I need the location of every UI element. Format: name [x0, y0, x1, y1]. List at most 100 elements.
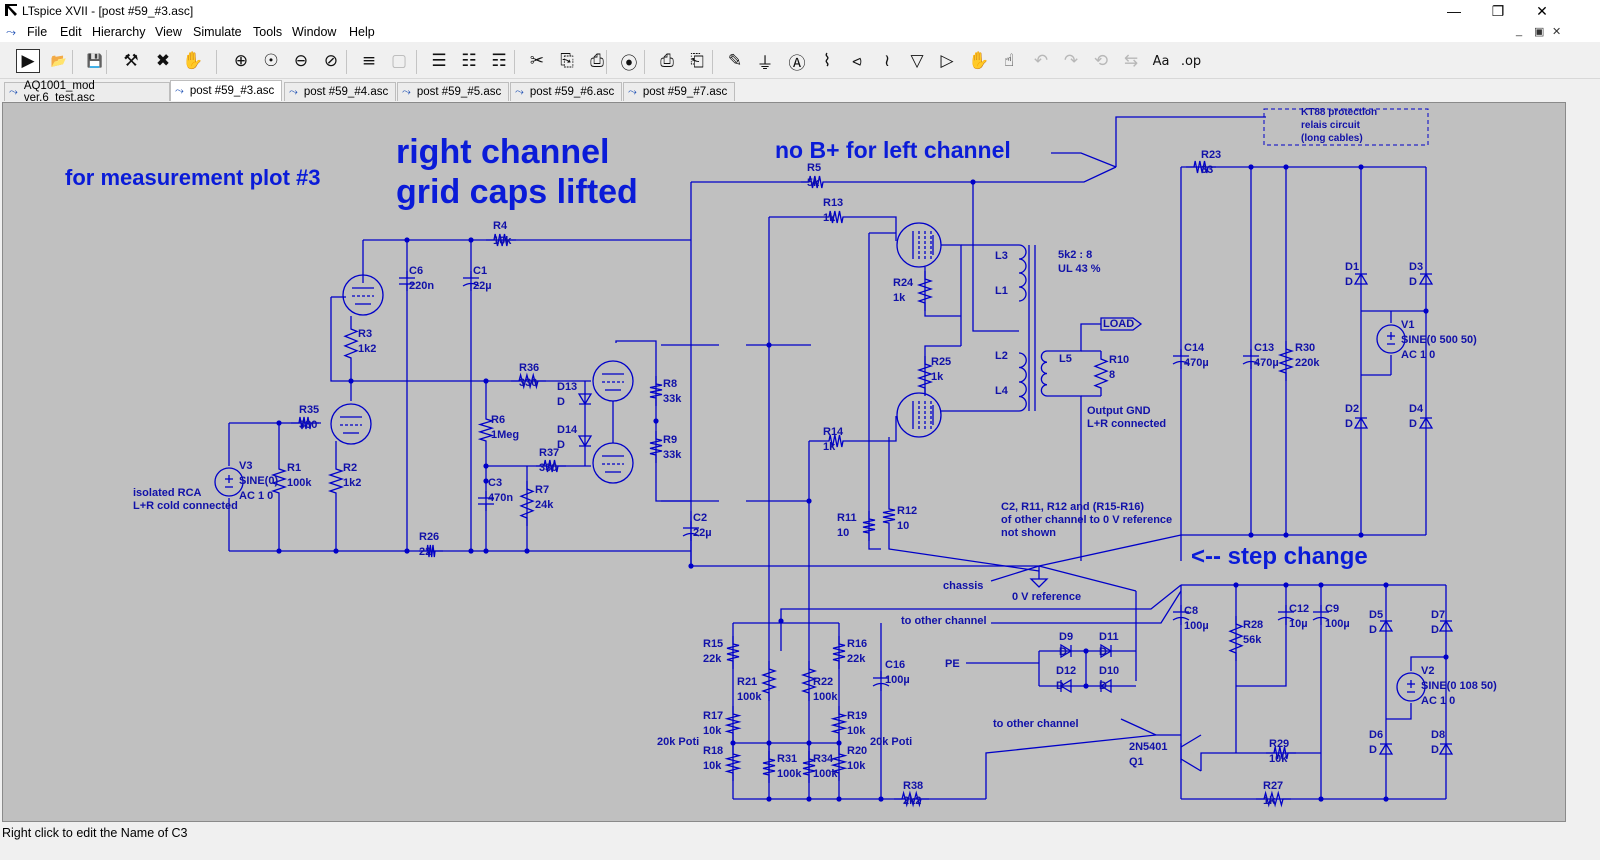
label-r8-name[interactable]: R8 [663, 378, 678, 390]
note-c2-3[interactable]: not shown [1001, 527, 1056, 539]
label-r14-value[interactable]: 1k [823, 441, 836, 453]
label-r11-value[interactable]: 10 [837, 527, 850, 539]
copy-icon[interactable]: ⎘ [560, 51, 574, 71]
label-r18-name[interactable]: R18 [703, 745, 724, 757]
label-c13-name[interactable]: C13 [1254, 342, 1275, 354]
minimize-button[interactable]: — [1447, 3, 1461, 19]
label-d9-value[interactable]: D [1059, 646, 1067, 658]
label-r23-value[interactable]: 33 [1201, 164, 1214, 176]
mdi-close-button[interactable]: ✕ [1552, 26, 1562, 38]
fit-icon[interactable]: ▢ [390, 51, 408, 71]
label-d3-value[interactable]: D [1409, 276, 1417, 288]
label-c14-name[interactable]: C14 [1184, 342, 1205, 354]
label-r12-value[interactable]: 10 [897, 520, 910, 532]
label-d13-value[interactable]: D [557, 396, 565, 408]
label-l3[interactable]: L3 [995, 250, 1008, 262]
label-r31-name[interactable]: R31 [777, 753, 798, 765]
label-r31-value[interactable]: 100k [777, 768, 802, 780]
mdi-minimize-button[interactable]: _ [1516, 25, 1523, 37]
label-r21-value[interactable]: 100k [737, 691, 762, 703]
label-v2-value[interactable]: AC 1 0 [1421, 695, 1456, 707]
note-kt88-2[interactable]: relais circuit [1301, 120, 1360, 131]
move-icon[interactable]: ✋ [968, 51, 990, 71]
label-net-icon[interactable]: Ⓐ [788, 53, 806, 74]
label-d8-name[interactable]: D8 [1431, 729, 1446, 741]
label-d5-name[interactable]: D5 [1369, 609, 1384, 621]
undo-icon[interactable]: ↶ [1033, 51, 1049, 71]
label-d8-value[interactable]: D [1431, 744, 1439, 756]
label-r9-value[interactable]: 33k [663, 449, 682, 461]
label-q1-name[interactable]: 2N5401 [1129, 741, 1168, 753]
note-output-gnd-1[interactable]: Output GND [1087, 405, 1151, 417]
schematic-canvas[interactable]: for measurement plot #3 right channel gr… [2, 102, 1566, 822]
label-d6-name[interactable]: D6 [1369, 729, 1384, 741]
label-c6-name[interactable]: C6 [409, 265, 424, 277]
spice-directive-icon[interactable]: .op [1180, 53, 1202, 69]
label-r4-value[interactable]: 10k [493, 235, 512, 247]
label-v3-value[interactable]: SINE(0) [239, 475, 279, 487]
label-r30-value[interactable]: 220k [1295, 357, 1320, 369]
note-output-gnd-2[interactable]: L+R connected [1087, 418, 1167, 430]
heading-grid-caps[interactable]: grid caps lifted [396, 173, 638, 211]
note-poti-left[interactable]: 20k Poti [657, 736, 700, 748]
label-r36-value[interactable]: 330 [519, 377, 538, 389]
label-d10-value[interactable]: D [1099, 680, 1107, 692]
label-r36-name[interactable]: R36 [519, 362, 540, 374]
menu-tools[interactable]: Tools [253, 25, 283, 39]
note-kt88-3[interactable]: (long cables) [1301, 133, 1363, 144]
label-r5-name[interactable]: R5 [807, 162, 822, 174]
zoom-out-icon[interactable]: ⊖ [293, 51, 309, 71]
label-d4-name[interactable]: D4 [1409, 403, 1424, 415]
label-c1-value[interactable]: 22µ [473, 280, 492, 292]
label-c8-value[interactable]: 100µ [1184, 620, 1209, 632]
draw-wire-icon[interactable]: ✎ [727, 51, 743, 71]
menu-simulate[interactable]: Simulate [193, 25, 242, 39]
label-d5-value[interactable]: D [1369, 624, 1377, 636]
label-v2-name[interactable]: V2 [1421, 665, 1435, 677]
ground-icon[interactable]: ⏚ [756, 53, 774, 74]
label-r12-name[interactable]: R12 [897, 505, 918, 517]
heading-no-bplus[interactable]: no B+ for left channel [775, 137, 1011, 163]
label-c12-value[interactable]: 10µ [1289, 618, 1308, 630]
cascade-icon[interactable]: ☷ [461, 51, 477, 71]
control-panel-icon[interactable]: ⚒ [123, 51, 139, 71]
zoom-pan-icon[interactable]: ☉ [263, 51, 279, 71]
label-d12-name[interactable]: D12 [1056, 665, 1077, 677]
label-r15-name[interactable]: R15 [703, 638, 724, 650]
label-r23-name[interactable]: R23 [1201, 149, 1222, 161]
label-r9-name[interactable]: R9 [663, 434, 678, 446]
net-load-label[interactable]: LOAD [1103, 318, 1135, 330]
label-d13-name[interactable]: D13 [557, 381, 578, 393]
note-zero-v[interactable]: 0 V reference [1012, 591, 1082, 603]
label-r10-name[interactable]: R10 [1109, 354, 1130, 366]
label-v3-name[interactable]: V3 [239, 460, 253, 472]
label-v2-value[interactable]: SINE(0 108 50) [1421, 680, 1497, 692]
label-r27-name[interactable]: R27 [1263, 780, 1284, 792]
rotate-icon[interactable]: ⟲ [1093, 51, 1109, 71]
halt-icon[interactable]: ✖ [155, 51, 171, 71]
find-icon[interactable]: ⦿ [620, 53, 638, 74]
pan-icon[interactable]: ✋ [182, 51, 204, 71]
label-r16-name[interactable]: R16 [847, 638, 868, 650]
save-icon[interactable]: 💾 [86, 53, 104, 69]
tile-vertical-icon[interactable]: ☶ [491, 51, 507, 71]
heading-step-change[interactable]: <-- step change [1191, 543, 1368, 570]
label-d11-name[interactable]: D11 [1099, 631, 1119, 643]
label-c16-value[interactable]: 100µ [885, 674, 910, 686]
label-d6-value[interactable]: D [1369, 744, 1377, 756]
label-r7-value[interactable]: 24k [535, 499, 554, 511]
label-r13-value[interactable]: 1k [823, 212, 836, 224]
label-r3-name[interactable]: R3 [358, 328, 373, 340]
open-icon[interactable]: 📂 [50, 53, 68, 69]
label-d7-name[interactable]: D7 [1431, 609, 1446, 621]
menu-help[interactable]: Help [349, 25, 375, 39]
note-ul[interactable]: UL 43 % [1058, 263, 1101, 275]
mdi-restore-button[interactable]: ▣ [1534, 26, 1545, 38]
label-r37-name[interactable]: R37 [539, 447, 560, 459]
label-l5[interactable]: L5 [1059, 353, 1072, 365]
tab-post59-7[interactable]: ⤳post #59_#7.asc [623, 82, 735, 101]
label-r14-name[interactable]: R14 [823, 426, 844, 438]
tab-post59-4[interactable]: ⤳post #59_#4.asc [284, 82, 396, 101]
label-r5-value[interactable]: 5k [807, 177, 820, 189]
label-d10-name[interactable]: D10 [1099, 665, 1120, 677]
